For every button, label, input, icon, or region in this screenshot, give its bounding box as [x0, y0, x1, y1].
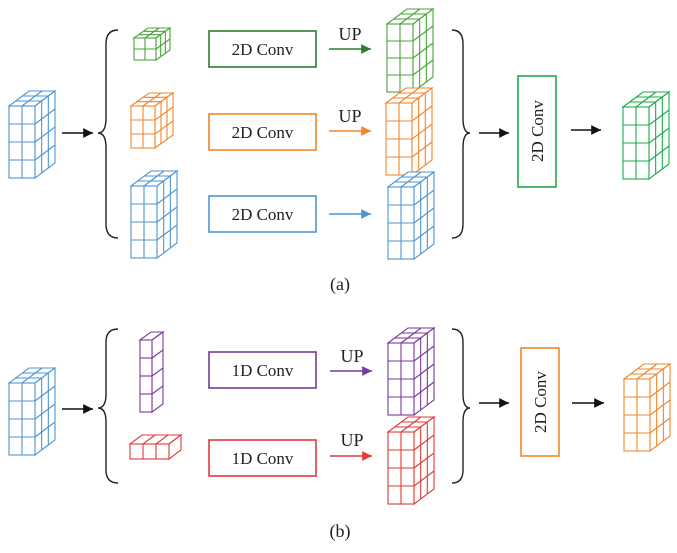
right-brace — [451, 29, 471, 239]
branch-2-up-label: UP — [340, 430, 363, 450]
branch-1-conv-label: 1D Conv — [232, 361, 294, 380]
output-feature-map — [621, 90, 671, 181]
panel-b: 1D Conv 1D Conv UP UP 2D Conv (b) — [7, 326, 672, 542]
left-brace — [97, 29, 119, 239]
branch-1-up-label: UP — [338, 24, 361, 44]
branch-3-feature-map — [129, 169, 179, 260]
branch-2-conv-label: 2D Conv — [232, 123, 294, 142]
left-brace — [97, 328, 119, 484]
branch-2-upsampled-map — [384, 86, 434, 177]
right-brace — [451, 328, 471, 484]
fuse-conv-box: 2D Conv — [517, 75, 557, 188]
panel-a: 2D Conv 2D Conv 2D Conv UP UP 2D Conv (a… — [7, 7, 671, 295]
branch-1-upsampled-map — [386, 326, 436, 417]
branch-2-feature-map — [129, 91, 175, 150]
input-feature-map — [7, 366, 57, 457]
branch-2-up-label: UP — [338, 106, 361, 126]
branch-3-conv-box: 2D Conv — [208, 195, 317, 233]
fuse-conv-label: 2D Conv — [531, 371, 550, 433]
branch-2-conv-box: 2D Conv — [208, 113, 317, 151]
branch-1-feature-map — [132, 26, 172, 62]
branch-1-conv-box: 2D Conv — [208, 30, 317, 68]
branch-3-conv-label: 2D Conv — [232, 205, 294, 224]
branch-2-feature-map — [128, 433, 183, 461]
branch-2-conv-box: 1D Conv — [208, 439, 317, 477]
fuse-conv-box: 2D Conv — [520, 347, 560, 457]
fuse-conv-label: 2D Conv — [528, 100, 547, 162]
branch-2-upsampled-map — [386, 415, 436, 506]
caption-b: (b) — [330, 521, 351, 542]
branch-1-feature-map — [138, 330, 165, 414]
branch-1-conv-label: 2D Conv — [232, 40, 294, 59]
input-feature-map — [7, 89, 57, 180]
branch-1-up-label: UP — [340, 346, 363, 366]
branch-1-upsampled-map — [385, 7, 435, 94]
branch-1-conv-box: 1D Conv — [208, 351, 317, 389]
branch-2-conv-label: 1D Conv — [232, 449, 294, 468]
branch-3-upsampled-map — [386, 170, 436, 261]
caption-a: (a) — [330, 274, 350, 295]
output-feature-map — [622, 362, 672, 453]
